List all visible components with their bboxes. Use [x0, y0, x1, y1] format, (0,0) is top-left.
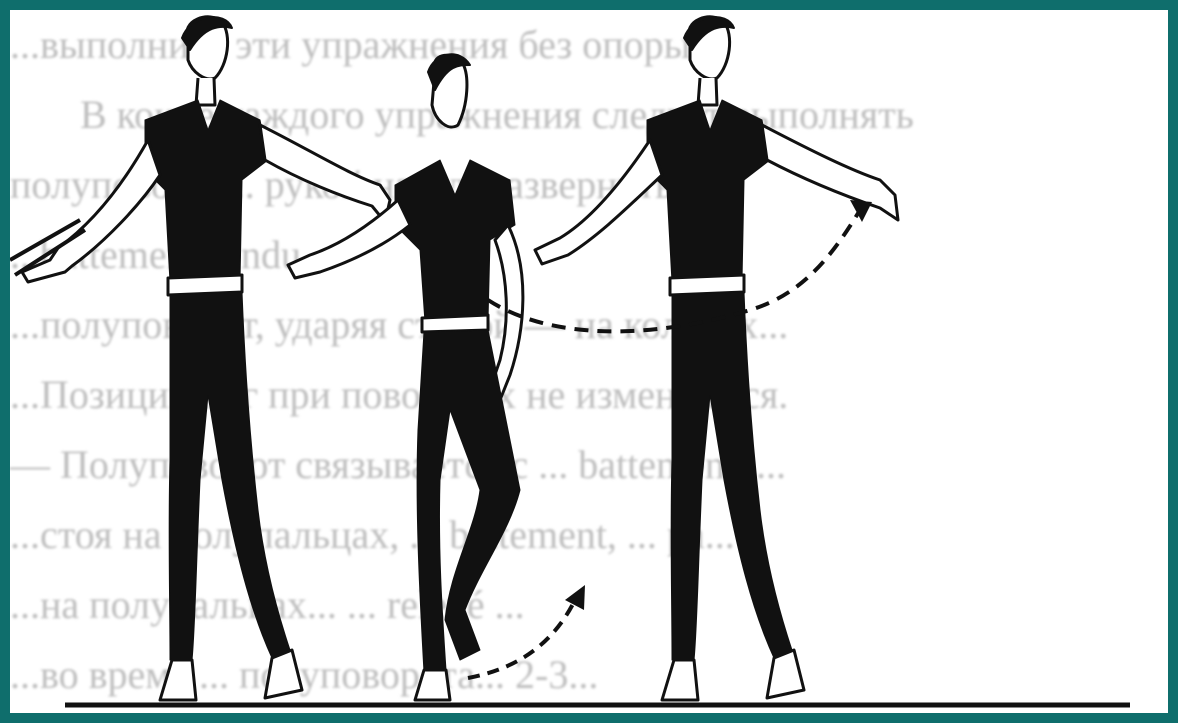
foot-arrow — [468, 600, 575, 678]
illustration-frame: ...выполнить эти упражнения без опоры. В… — [10, 10, 1168, 713]
dancer-right — [535, 17, 898, 700]
foot-arrowhead — [565, 585, 585, 610]
turn-arrowhead — [850, 200, 872, 222]
dancer-middle — [288, 54, 523, 700]
dancers-drawing — [10, 10, 1168, 713]
dancer-left — [10, 17, 390, 700]
